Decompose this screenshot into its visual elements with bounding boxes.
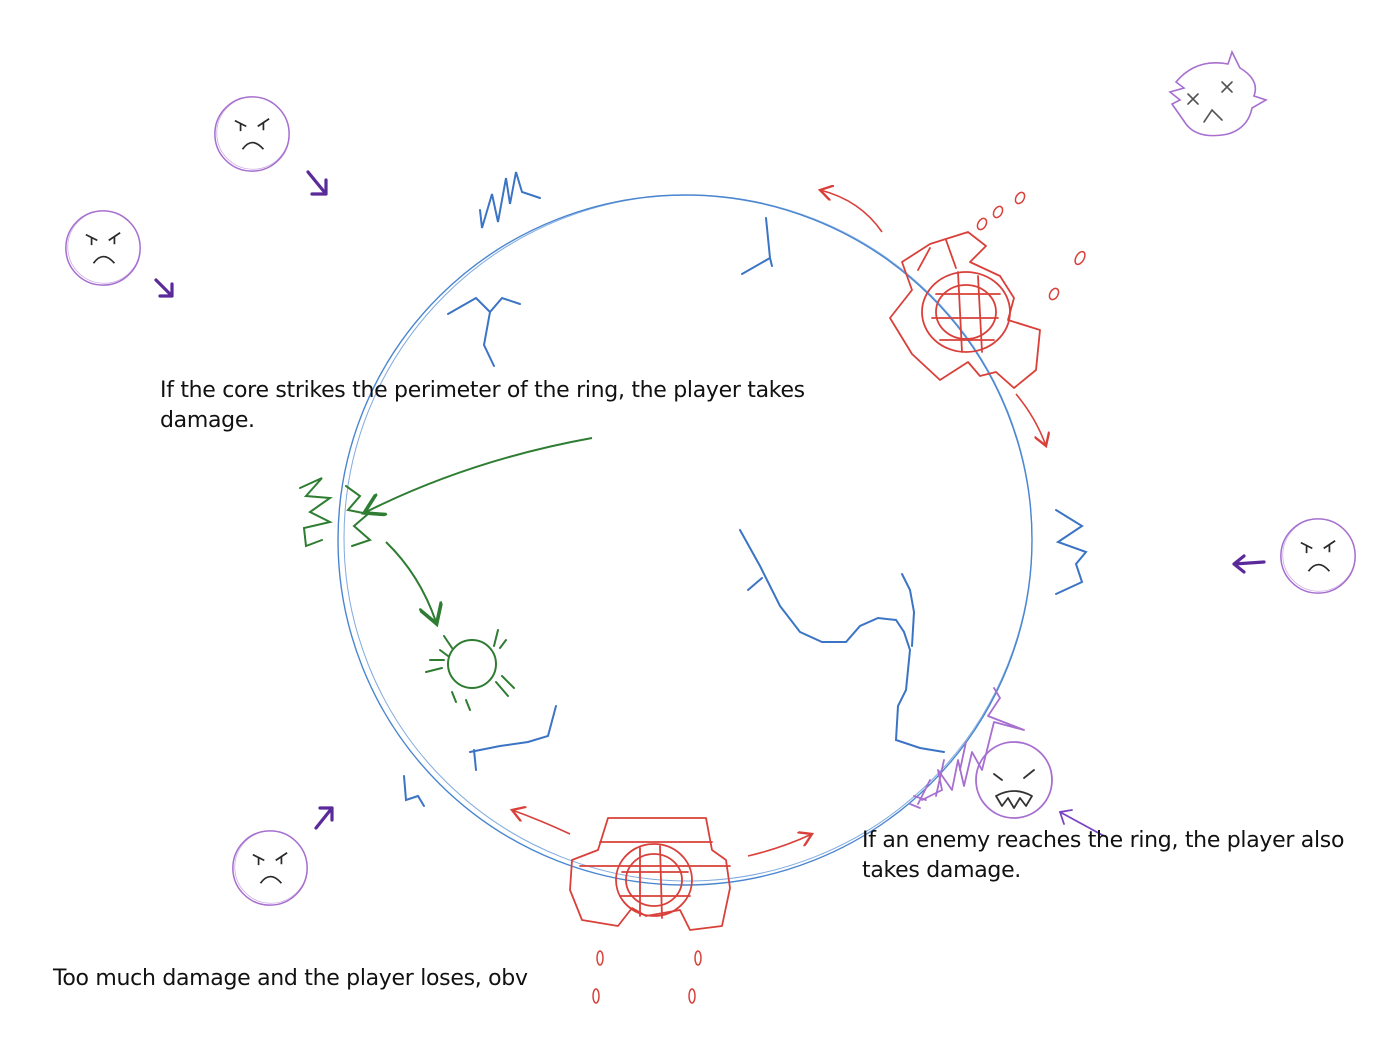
note-core-strike: If the core strikes the perimeter of the… xyxy=(160,378,812,433)
orbit-arrow xyxy=(1015,393,1046,446)
player-ship-icon xyxy=(889,231,1041,389)
orbit-arrow xyxy=(512,810,571,835)
ring xyxy=(337,194,1033,886)
core-bounce-arrow xyxy=(385,541,436,622)
angry-face-icon xyxy=(214,95,290,172)
orbit-arrow xyxy=(747,834,812,857)
core-trajectory-arrow xyxy=(366,437,593,512)
note-enemy-reach: If an enemy reaches the ring, the player… xyxy=(862,828,1351,883)
enemy-arrow-icon xyxy=(314,806,334,830)
enemy-arrow-icon xyxy=(154,278,174,298)
note-lose: Too much damage and the player loses, ob… xyxy=(53,966,528,991)
core-ball-icon xyxy=(425,629,515,711)
angry-face-icon xyxy=(232,829,308,907)
dead-face-icon xyxy=(1168,49,1268,137)
enemy-arrow-icon xyxy=(306,170,328,196)
enemy-arrow-icon xyxy=(1232,554,1266,574)
crack-marks xyxy=(403,171,1088,807)
enemy-arrow-icon xyxy=(1058,809,1105,837)
orbit-arrow xyxy=(820,190,883,233)
angry-face-icon xyxy=(64,210,141,286)
ship-exhaust xyxy=(976,191,1086,301)
ship-exhaust xyxy=(592,950,702,1004)
angry-face-icon xyxy=(1280,517,1356,595)
player-ship-icon xyxy=(569,817,731,931)
impact-spark-icon xyxy=(299,477,372,548)
enemy-at-ring xyxy=(909,687,1053,819)
enemy-arrows xyxy=(154,170,1266,830)
